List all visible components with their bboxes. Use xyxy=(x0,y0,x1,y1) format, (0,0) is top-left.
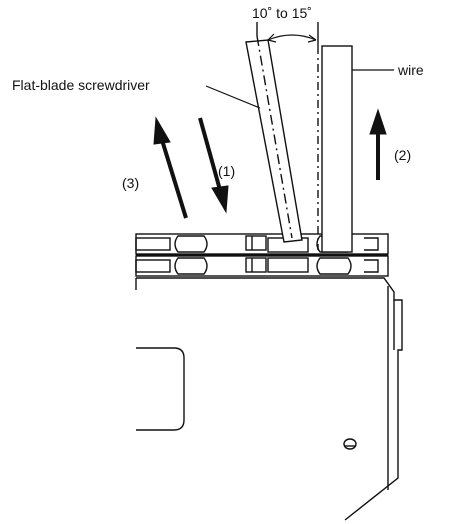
step-1-label: (1) xyxy=(218,163,235,179)
wire-label: wire xyxy=(397,62,424,78)
arrow-2-up xyxy=(369,108,387,180)
terminal-housing xyxy=(135,277,403,521)
side-window xyxy=(136,347,185,431)
leader-lines xyxy=(205,69,394,109)
step-3-label: (3) xyxy=(122,175,139,191)
screwdriver xyxy=(245,22,319,243)
arrow-1-down xyxy=(198,117,229,214)
screwdriver-label: Flat-blade screwdriver xyxy=(12,77,150,93)
angle-indicator xyxy=(267,33,317,43)
mount-hole xyxy=(343,438,357,450)
step-2-label: (2) xyxy=(394,147,411,163)
angle-label: 10˚ to 15˚ xyxy=(252,5,312,21)
arrow-3-up xyxy=(153,116,188,219)
wire xyxy=(317,45,353,253)
